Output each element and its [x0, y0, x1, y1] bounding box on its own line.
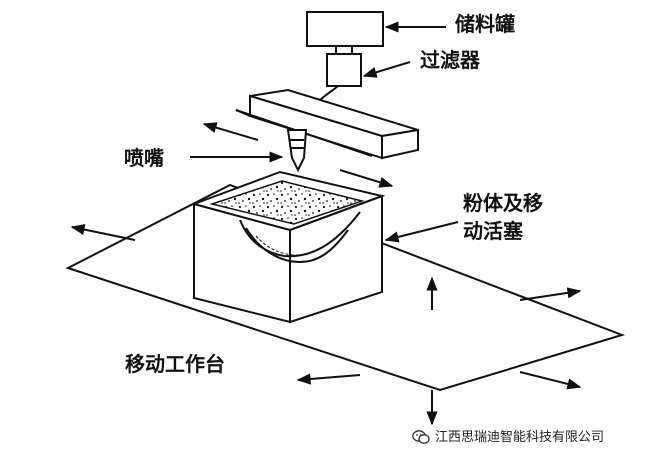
- label-storage-tank: 储料罐: [455, 12, 515, 36]
- leader-arrows: [190, 21, 459, 243]
- wechat-icon: [412, 429, 430, 445]
- moving-worktable: [65, 183, 626, 392]
- worktable-motion-arrows: [70, 224, 582, 426]
- watermark-text: 江西思瑞迪智能科技有限公司: [435, 429, 605, 445]
- powder-box: [190, 170, 386, 324]
- powder-bed: [209, 180, 365, 225]
- label-filter: 过滤器: [420, 48, 480, 72]
- storage-tank: [306, 11, 384, 55]
- label-nozzle: 喷嘴: [124, 146, 164, 170]
- guide-rail: [235, 88, 419, 160]
- watermark: 江西思瑞迪智能科技有限公司: [412, 428, 604, 446]
- label-worktable: 移动工作台: [125, 352, 225, 376]
- label-powder-piston-line1: 粉体及移: [463, 191, 543, 215]
- filter: [326, 53, 362, 87]
- label-powder-piston-line2: 动活塞: [463, 219, 523, 243]
- nozzle-body: [286, 129, 308, 173]
- rail-motion-arrows: [202, 122, 394, 188]
